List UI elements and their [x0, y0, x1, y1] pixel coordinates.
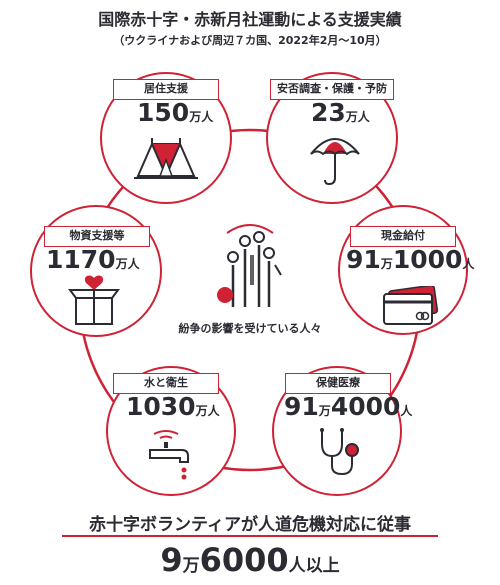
value-water: 1030万人 — [126, 392, 220, 421]
label-goods: 物資支援等 — [44, 226, 150, 247]
page-title: 国際赤十字・赤新月社運動による支援実績 — [98, 10, 402, 29]
center-label: 紛争の影響を受けている人々 — [178, 322, 322, 335]
value-goods: 1170万人 — [46, 245, 140, 274]
faucet-icon — [149, 430, 189, 480]
gift-box-icon — [68, 275, 120, 325]
value-cash: 91万1000人 — [346, 245, 475, 274]
value-housing: 150万人 — [137, 98, 214, 127]
label-cash: 現金給付 — [350, 226, 456, 247]
label-housing: 居住支援 — [113, 79, 219, 100]
people-icon — [217, 224, 282, 307]
volunteers-underline — [62, 535, 438, 537]
label-water: 水と衛生 — [113, 373, 219, 394]
umbrella-icon — [310, 138, 360, 186]
stethoscope-icon — [320, 428, 359, 476]
value-health: 91万4000人 — [284, 392, 413, 421]
volunteers-number: 9万6000人以上 — [160, 541, 340, 579]
tent-icon — [134, 138, 198, 179]
page-subtitle: （ウクライナおよび周辺７カ国、2022年2月〜10月） — [113, 34, 387, 47]
label-health: 保健医療 — [285, 373, 391, 394]
cards-icon — [383, 286, 439, 325]
label-protection: 安否調査・保護・予防 — [270, 79, 394, 100]
value-protection: 23万人 — [311, 98, 370, 127]
volunteers-title: 赤十字ボランティアが人道危機対応に従事 — [89, 515, 411, 535]
